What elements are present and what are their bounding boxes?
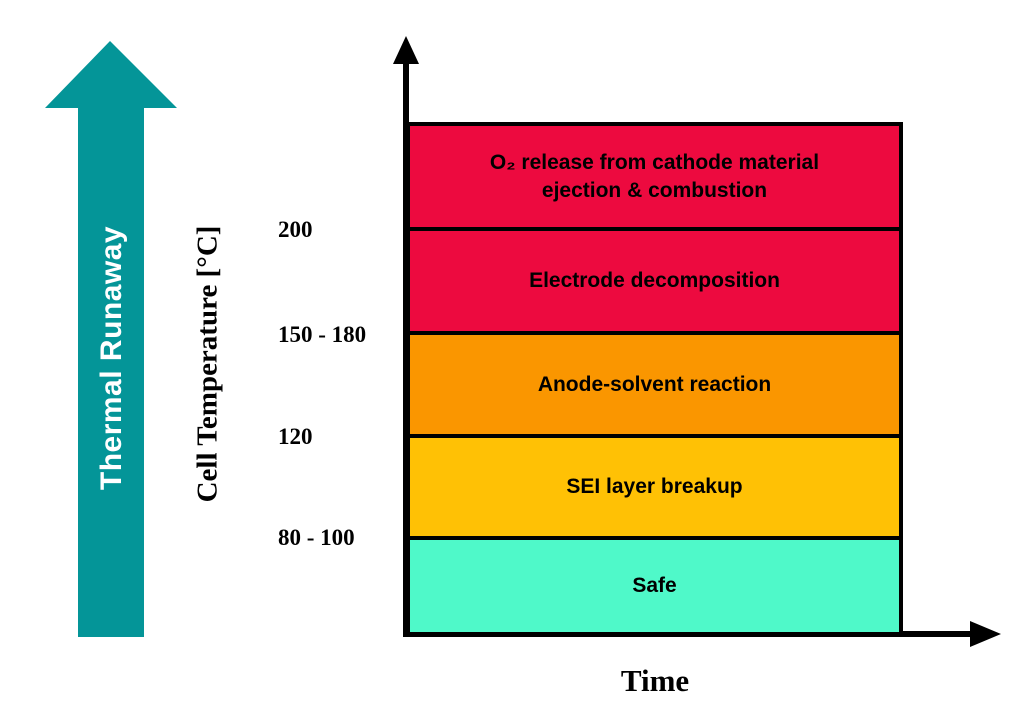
thermal-runaway-label: Thermal Runaway [95,225,128,491]
band-safe-label: Safe [632,574,677,598]
tick-80-100: 80 - 100 [278,525,355,550]
band-o2-release: O₂ release from cathode material ejectio… [406,122,903,227]
up-arrow-shape [45,41,177,637]
x-axis-title: Time [620,663,690,698]
x-axis-arrowhead [970,621,1001,647]
band-anode-solvent-reaction-label: Anode-solvent reaction [537,372,772,396]
band-o2-release-label: O₂ release from cathode material ejectio… [489,151,820,202]
band-electrode-decomposition: Electrode decomposition [406,227,903,331]
tick-150-180: 150 - 180 [278,322,367,347]
band-electrode-decomposition-label: Electrode decomposition [529,269,780,293]
thermal-runaway-arrow [45,41,177,637]
band-sei-layer-breakup-label: SEI layer breakup [566,475,743,499]
band-sei-layer-breakup: SEI layer breakup [406,434,903,536]
y-axis-title: Cell Temperature [°C] [191,225,224,503]
band-anode-solvent-reaction: Anode-solvent reaction [406,331,903,434]
band-safe: Safe [406,536,903,632]
x-axis-line [403,631,975,637]
tick-200: 200 [278,217,313,242]
tick-120: 120 [278,424,313,449]
